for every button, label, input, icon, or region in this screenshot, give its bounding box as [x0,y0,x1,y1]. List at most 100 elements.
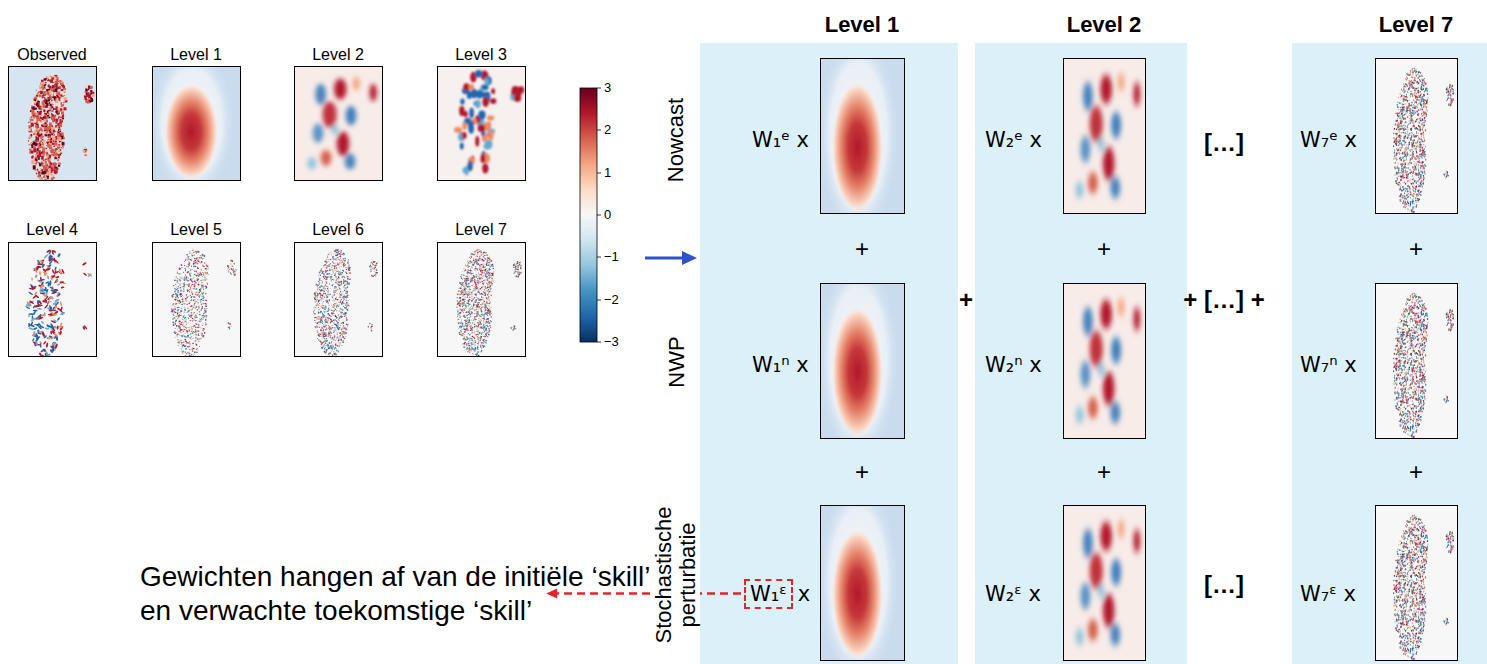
heatmap-image [817,257,905,463]
panel-title: Level 2 [312,46,364,64]
heatmap-frame [1376,59,1458,214]
row-label: NWP [664,336,688,387]
heatmap-image [294,242,383,357]
row-label: Nowcast [664,98,688,182]
column-band-fill [1292,43,1487,664]
weight-label: W₁ᵉ x [752,128,809,152]
heatmap-frame [438,67,526,181]
panel-title: Level 4 [26,221,78,239]
weight-label: W₁ⁿ x [752,353,809,377]
heatmap-frame [295,67,383,181]
colorbar-tick: −2 [604,293,619,308]
colorbar-tick: 2 [604,123,611,138]
weight-label: x [798,582,810,606]
panel-title: Level 3 [455,46,507,64]
heatmap [437,242,526,357]
heatmap-image [817,32,905,238]
heatmap [1063,283,1146,439]
heatmap-frame [821,284,905,439]
heatmap-frame [9,67,97,181]
tick-mark [597,130,601,131]
weight-label: W₂ⁿ x [985,353,1042,377]
plus-sign: + [855,458,869,486]
heatmap [294,66,383,181]
plus-sign: + [855,235,869,263]
colorbar [580,88,597,342]
heatmap-image [817,479,905,664]
colorbar-tick: 1 [604,166,611,181]
heatmap-image [437,66,526,181]
heatmap-image [294,66,383,181]
weight-label: W₂ᵋ x [985,582,1041,606]
colorbar-ticks [597,88,601,342]
panel-title: Level 5 [170,221,222,239]
heatmap-group [8,32,1458,664]
heatmap [1375,505,1458,661]
weight-label: W₂ᵉ x [985,128,1042,152]
column-heading: Level 2 [1067,12,1142,37]
band-group [700,43,1487,664]
heatmap [294,242,383,357]
heatmap [8,242,97,359]
heatmap-image [1063,283,1146,439]
heatmap-image [152,242,241,357]
tick-mark [597,173,601,174]
heatmap-image [1375,283,1458,439]
heatmap-image [1375,505,1458,661]
heatmap-frame [821,59,905,214]
heatmap [817,479,905,664]
flow-arrowhead [682,251,697,265]
heatmap-image [1063,58,1146,214]
heatmap [1375,283,1458,439]
flow-arrow [645,257,684,260]
plus-sign: + [1409,458,1423,486]
heatmap-image [8,66,97,183]
heatmap-frame [9,243,97,357]
heatmap-image [1375,58,1458,214]
heatmap [817,257,905,463]
plus-sign: + [1409,235,1423,263]
heatmap-frame [295,243,383,357]
heatmap [1375,58,1458,214]
column-heading: Level 1 [825,12,900,37]
panel-title: Level 6 [312,221,364,239]
ellipsis-operator: […] [1204,129,1244,157]
highlight-box: W₁ᵋ [744,579,793,609]
heatmap-frame [1064,284,1146,439]
leader-line [555,592,741,595]
heatmap-frame [1376,506,1458,661]
heatmap-frame [1064,59,1146,214]
tick-mark [597,342,601,343]
heatmap-image [1063,505,1146,661]
panel-title: Level 1 [170,46,222,64]
column-heading: Level 7 [1379,12,1454,37]
heatmap-frame [153,243,241,357]
colorbar-tick: −1 [604,250,619,265]
column-band: Level 1W₁ᵋ [700,43,958,664]
ellipsis-operator: […] [1204,571,1244,599]
heatmap-frame [1376,284,1458,439]
heatmap-frame [821,506,905,661]
heatmap [817,32,905,238]
panel-title: Observed [17,46,86,64]
heatmap [437,66,526,181]
plus-sign: + [1097,458,1111,486]
heatmap-frame [438,243,526,357]
heatmap-image [149,47,241,199]
weight-label: W₇ᵉ x [1300,128,1357,152]
weight-label: W₇ⁿ x [1300,353,1357,377]
tick-mark [597,215,601,216]
heatmap-frame [1064,506,1146,661]
weight-label: W₇ᵋ x [1300,582,1356,606]
heatmap-image [437,242,526,357]
colorbar-tick: 3 [604,81,611,96]
row-label: Stochastische perturbatie [652,489,700,661]
heatmap-image [8,242,97,359]
tick-mark [597,257,601,258]
weight-symbol: W₁ᵋ [750,582,787,606]
heatmap [152,242,241,357]
heatmap [8,66,97,183]
annotation-note: Gewichten hangen af van de initiële ‘ski… [140,560,675,628]
tick-mark [597,88,601,89]
heatmap-frame [153,67,241,181]
